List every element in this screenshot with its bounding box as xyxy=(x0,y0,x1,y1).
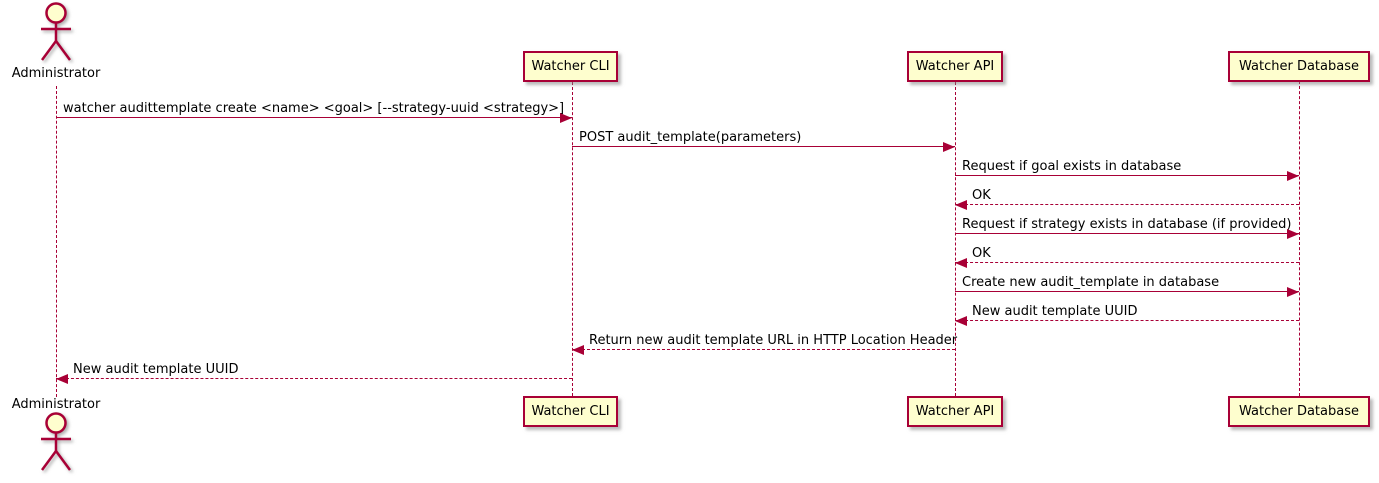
message-label: watcher audittemplate create <name> <goa… xyxy=(63,101,565,116)
arrowhead-icon xyxy=(1287,229,1299,239)
lifeline-watcher-database xyxy=(1299,81,1300,396)
arrowhead-icon xyxy=(955,200,967,210)
message-new-uuid-to-admin: New audit template UUID xyxy=(56,360,572,384)
actor-label-bottom: Administrator xyxy=(11,397,101,412)
message-label: Request if strategy exists in database (… xyxy=(962,217,1292,232)
lifeline-watcher-cli xyxy=(572,82,573,396)
message-line xyxy=(955,233,1299,234)
actor-icon xyxy=(40,412,72,471)
lifeline-administrator xyxy=(56,86,57,397)
arrowhead-icon xyxy=(572,345,584,355)
message-line xyxy=(955,291,1299,292)
message-line xyxy=(955,262,1299,263)
message-line xyxy=(56,378,572,379)
participant-watcher-cli-bottom: Watcher CLI xyxy=(523,396,618,427)
arrowhead-icon xyxy=(560,113,572,123)
message-label: New audit template UUID xyxy=(73,362,239,377)
message-line xyxy=(955,204,1299,205)
message-new-uuid-from-db: New audit template UUID xyxy=(955,302,1299,326)
participant-watcher-api-top: Watcher API xyxy=(907,51,1003,82)
message-label: Request if goal exists in database xyxy=(962,159,1182,174)
message-line xyxy=(572,349,955,350)
participant-watcher-api-bottom: Watcher API xyxy=(907,396,1003,427)
arrowhead-icon xyxy=(56,374,68,384)
arrowhead-icon xyxy=(943,142,955,152)
message-label: OK xyxy=(972,188,991,203)
lifeline-watcher-api xyxy=(955,82,956,396)
message-line xyxy=(572,146,955,147)
message-create-audittemplate: watcher audittemplate create <name> <goa… xyxy=(56,99,572,123)
message-label: OK xyxy=(972,246,991,261)
message-goal-ok: OK xyxy=(955,186,1299,210)
participant-watcher-cli-top: Watcher CLI xyxy=(523,51,618,82)
participant-watcher-database-top: Watcher Database xyxy=(1228,51,1370,82)
message-request-strategy-exists: Request if strategy exists in database (… xyxy=(955,215,1299,239)
message-line xyxy=(56,117,572,118)
actor-icon xyxy=(40,2,72,61)
arrowhead-icon xyxy=(1287,287,1299,297)
arrowhead-icon xyxy=(955,316,967,326)
message-label: Return new audit template URL in HTTP Lo… xyxy=(589,333,958,348)
message-return-url-location-header: Return new audit template URL in HTTP Lo… xyxy=(572,331,958,355)
message-post-audit-template: POST audit_template(parameters) xyxy=(572,128,955,152)
message-label: Create new audit_template in database xyxy=(962,275,1220,290)
arrowhead-icon xyxy=(1287,171,1299,181)
message-request-goal-exists: Request if goal exists in database xyxy=(955,157,1299,181)
arrowhead-icon xyxy=(955,258,967,268)
message-line xyxy=(955,320,1299,321)
participant-watcher-database-bottom: Watcher Database xyxy=(1228,396,1370,427)
actor-label-top: Administrator xyxy=(11,66,101,81)
message-strategy-ok: OK xyxy=(955,244,1299,268)
message-label: New audit template UUID xyxy=(972,304,1138,319)
message-label: POST audit_template(parameters) xyxy=(579,130,802,145)
message-create-in-database: Create new audit_template in database xyxy=(955,273,1299,297)
message-line xyxy=(955,175,1299,176)
